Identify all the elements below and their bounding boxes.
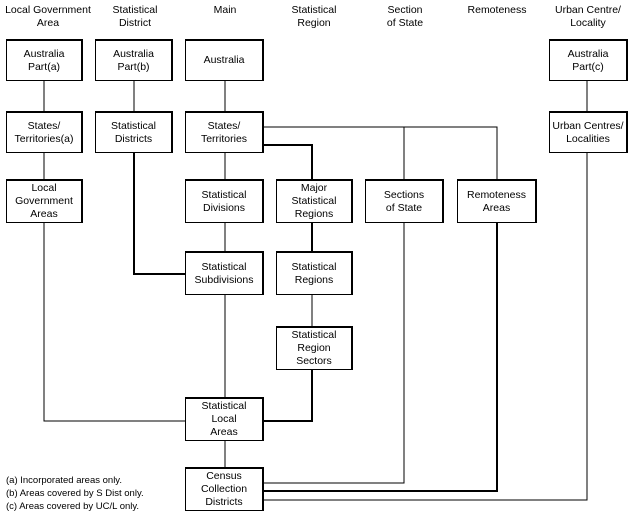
box-local-government-areas: Local Government Areas: [6, 179, 83, 223]
box-major-statistical-regions: Major Statistical Regions: [276, 179, 353, 223]
connector: [43, 223, 185, 422]
box-statistical-region-sectors: Statistical Region Sectors: [276, 326, 353, 370]
box-census-collection-districts: Census Collection Districts: [185, 467, 264, 511]
footnote-c: (c) Areas covered by UC/L only.: [6, 501, 140, 512]
header-urban-centre-locality: Urban Centre/ Locality: [555, 4, 621, 29]
connector-heavy: [264, 144, 313, 181]
footnotes: (a) Incorporated areas only. (b) Areas c…: [6, 474, 144, 513]
connector: [264, 126, 405, 181]
header-main: Main: [213, 4, 237, 16]
connector-heavy: [264, 223, 498, 492]
header-remoteness: Remoteness: [467, 4, 527, 16]
box-main-australia: Australia: [185, 39, 264, 81]
connector: [404, 126, 498, 181]
box-statistical-divisions: Statistical Divisions: [185, 179, 264, 223]
connector: [264, 153, 588, 501]
footnote-a: (a) Incorporated areas only.: [6, 475, 122, 486]
box-statistical-subdivisions: Statistical Subdivisions: [185, 251, 264, 295]
header-section-of-state: Section of State: [386, 4, 424, 29]
header-statistical-region: Statistical Region: [291, 4, 337, 29]
footnote-b: (b) Areas covered by S Dist only.: [6, 488, 144, 499]
box-lga-australia-part: Australia Part(a): [6, 39, 83, 81]
header-local-government-area: Local Government Area: [5, 4, 91, 29]
box-statistical-local-areas: Statistical Local Areas: [185, 397, 264, 441]
box-remoteness-areas: Remoteness Areas: [457, 179, 537, 223]
box-lga-states-territories: States/ Territories(a): [6, 111, 83, 153]
connector: [264, 223, 405, 484]
connector-heavy: [264, 370, 313, 422]
box-urban-centres-localities: Urban Centres/ Localities: [549, 111, 628, 153]
box-statistical-districts: Statistical Districts: [95, 111, 173, 153]
box-main-states-territories: States/ Territories: [185, 111, 264, 153]
header-statistical-district: Statistical District: [112, 4, 158, 29]
box-sd-australia-part: Australia Part(b): [95, 39, 173, 81]
connector-heavy: [133, 153, 185, 275]
box-statistical-regions: Statistical Regions: [276, 251, 353, 295]
box-ucl-australia-part: Australia Part(c): [549, 39, 628, 81]
box-sections-of-state: Sections of State: [365, 179, 444, 223]
